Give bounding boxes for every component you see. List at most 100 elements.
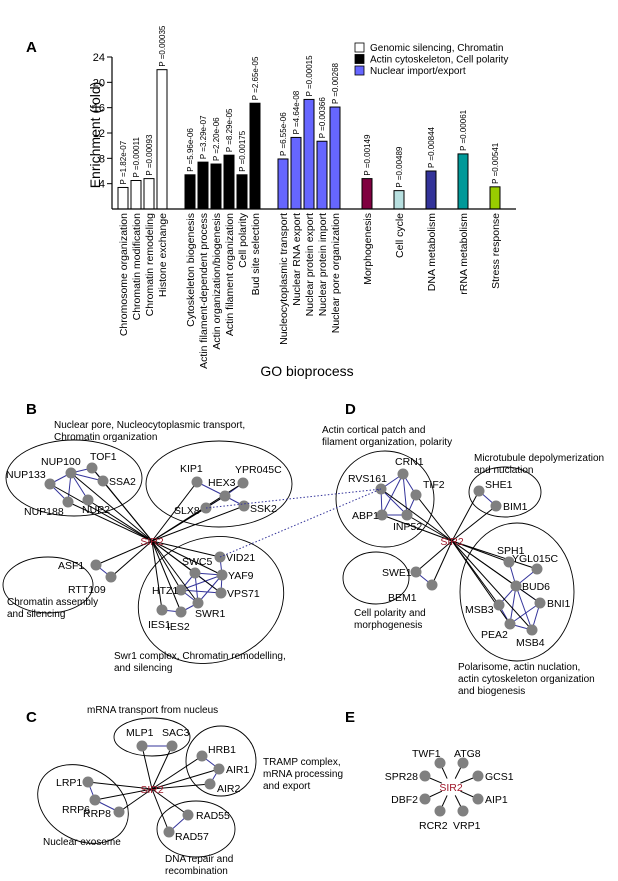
cluster-label: Cell polarity and [354,608,426,619]
p-value-label: P =0.00011 [132,137,141,178]
protein-label: IES2 [167,621,190,633]
hub-edge [151,540,182,613]
protein-label: LRP1 [56,777,82,789]
protein-label: ATG8 [454,748,481,760]
cluster-label: recombination [165,866,228,877]
y-tick-label: 8 [99,153,105,165]
x-tick-label: Stress response [490,213,502,289]
hub-edge [151,540,223,576]
cluster-label: mRNA transport from nucleus [87,705,218,716]
protein-node [531,563,543,575]
protein-label: NUP2 [82,504,110,516]
cluster-label: mRNA processing [263,769,343,780]
protein-label: YPR045C [235,464,282,476]
protein-label: HRB1 [208,744,236,756]
hub-edge [151,788,189,816]
protein-label: AIP1 [485,794,508,806]
cluster-outline [113,717,191,757]
hub-edge [95,540,153,566]
x-tick-label: Nuclear protein import [317,213,329,316]
x-tick-label: Chromatin remodeling [144,213,156,316]
legend-label: Genomic silencing, Chromatin [370,43,503,54]
protein-node [503,556,515,568]
protein-label: SWE1 [382,567,412,579]
p-value-label: P =5.96e-06 [186,128,195,172]
panel-label-a: A [26,39,37,56]
protein-label: ABP1 [352,510,379,522]
hub-edge [151,505,245,542]
protein-node [65,467,77,479]
cluster-outline [137,536,285,664]
x-tick-label: Morphogenesis [362,213,374,285]
hub-edge [151,540,222,594]
x-tick-label: DNA metabolism [426,213,438,291]
p-value-label: P =0.00844 [427,126,436,168]
hub-edge [151,783,211,790]
protein-node [534,597,546,609]
hub-edge [70,472,153,542]
p-value-label: P =0.00268 [331,62,340,104]
protein-label: MSB3 [465,604,494,616]
protein-label: NUP133 [6,469,46,481]
legend-swatch [354,65,365,76]
protein-node [457,805,469,817]
protein-node [419,770,431,782]
protein-node [419,793,431,805]
protein-label: SPH1 [497,545,525,557]
protein-node [401,509,413,521]
cluster-label: Swr1 complex, Chromatin remodelling, [114,651,286,662]
cluster-label: Chromatin assembly [7,597,98,608]
p-value-label: P =2.65e-05 [251,56,260,100]
hub-edge [110,540,153,578]
x-tick-label: Nuclear pore organization [330,213,342,333]
p-value-label: P =3.29e-07 [199,115,208,159]
hub-edge [451,540,538,570]
hub-edge [151,540,199,604]
cluster-outline [468,466,542,518]
p-value-label: P =0.00061 [459,109,468,151]
protein-node [113,806,125,818]
interaction-edge [515,585,533,631]
hub-edge [151,507,207,542]
network-b: Nuclear pore, Nucleocytoplasmic transpor… [2,420,293,674]
protein-node [62,496,74,508]
legend-label: Nuclear import/export [370,66,466,77]
protein-node [97,475,109,487]
protein-label: SHE1 [485,479,513,491]
protein-label: TIF2 [423,479,445,491]
hub-edge [151,745,173,790]
cluster-outline [5,439,143,517]
interaction-edge [509,585,517,625]
protein-label: RRP6 [62,804,90,816]
protein-label: NUP188 [24,506,64,518]
hub-edge [151,481,198,542]
cluster-label: Polarisome, actin nuclation, [458,662,580,673]
protein-label: SLX8 [174,505,200,517]
bar [156,69,168,210]
bar [277,158,289,210]
protein-label: YGL015C [512,553,559,565]
interaction-edge [205,488,382,509]
cluster-label: morphogenesis [354,620,422,631]
bar [316,140,328,210]
cluster-label: Chromatin organization [54,432,157,443]
x-tick-label: Actin organization/biogenesis [211,213,223,350]
p-value-label: P =0.00541 [491,142,500,184]
protein-node [526,624,538,636]
hub-edge [451,540,533,631]
x-tick-label: Histone exchange [157,213,169,297]
x-tick-label: Nuclear RNA export [291,213,303,306]
protein-node [410,489,422,501]
protein-label: AIR1 [226,764,250,776]
protein-node [238,500,250,512]
protein-node [156,604,168,616]
protein-node [410,566,422,578]
cluster-label: and export [263,781,310,792]
cluster-label: TRAMP complex, [263,757,341,768]
x-tick-label: Cell cycle [394,213,406,258]
protein-node [473,485,485,497]
protein-label: RAD55 [196,810,230,822]
bar [117,186,129,210]
protein-node [196,750,208,762]
cluster-outline [2,556,94,614]
